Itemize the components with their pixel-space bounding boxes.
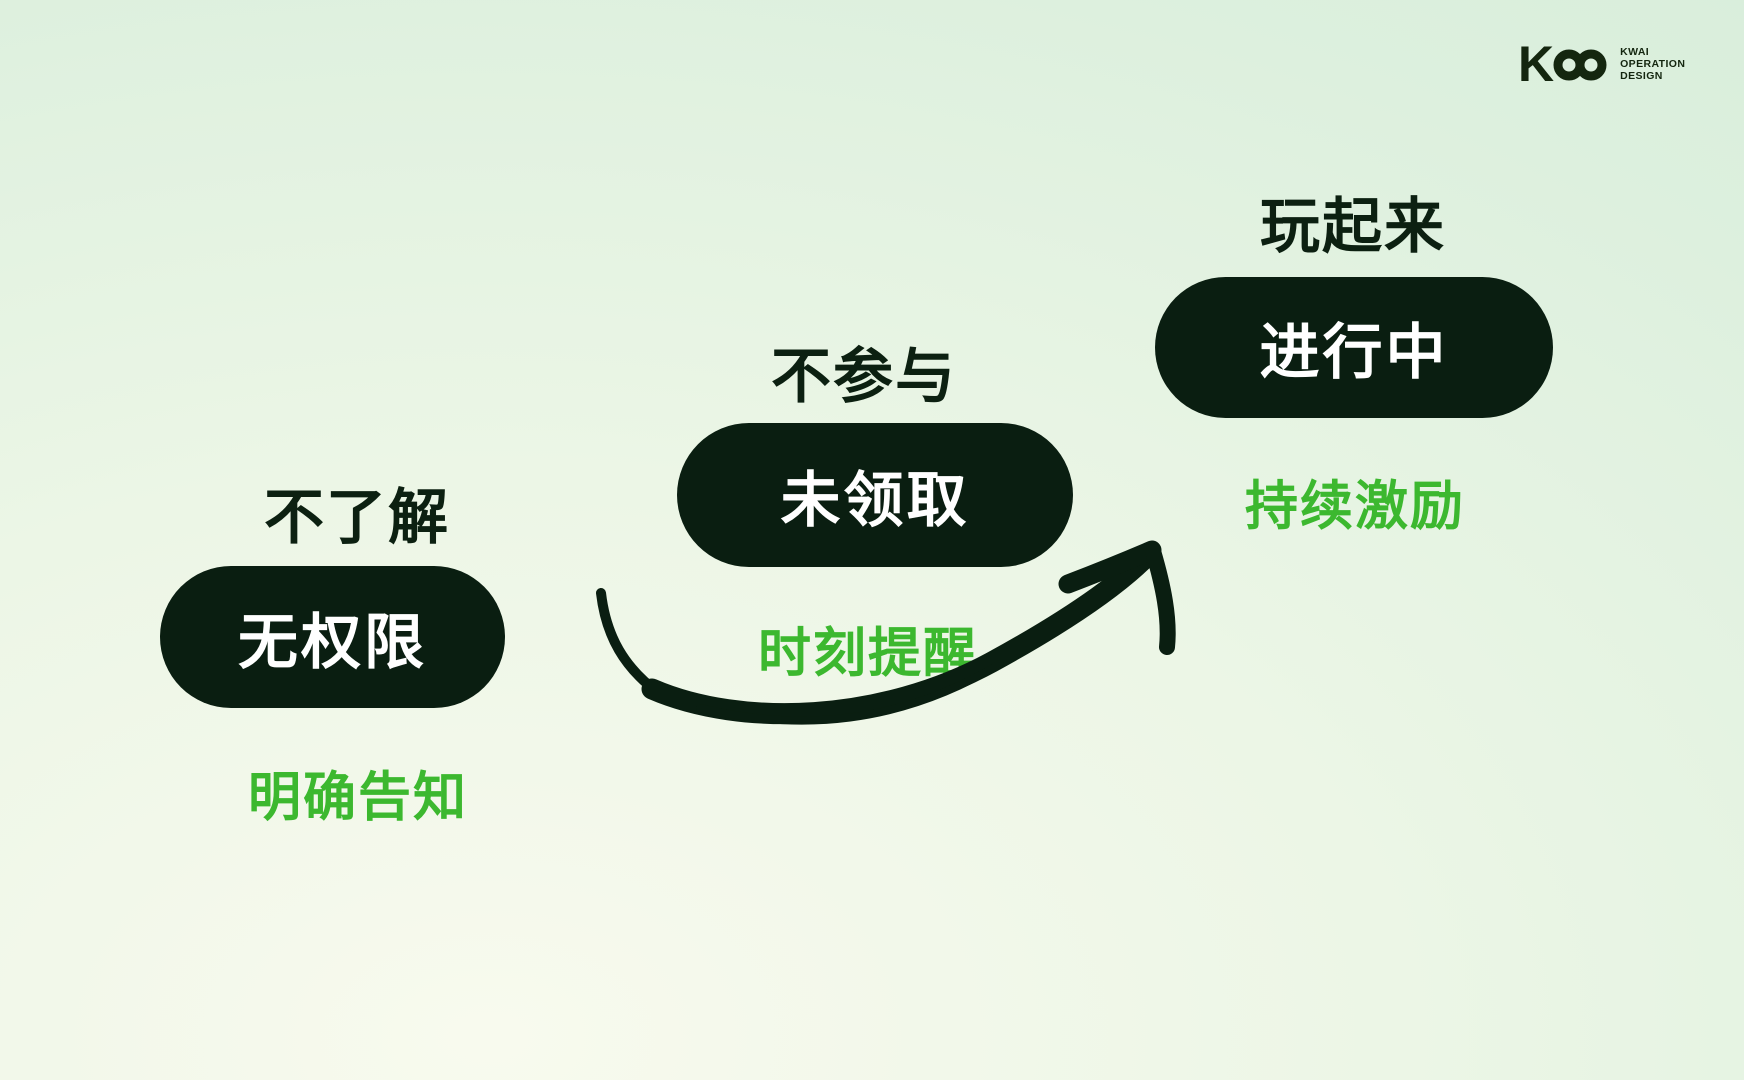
infinity-icon	[1553, 49, 1607, 81]
logo-line-design: DESIGN	[1620, 70, 1663, 82]
stage-2-heading: 不参与	[771, 343, 957, 410]
logo-line-kwai: KWAI	[1620, 46, 1650, 58]
stage-1-heading: 不了解	[264, 484, 450, 551]
stage-3-pill-label: 进行中	[1259, 319, 1449, 386]
logo-wordmark: KWAI OPERATION DESIGN	[1620, 46, 1685, 82]
stage-2-pill: 未领取	[677, 423, 1073, 567]
stage-1-note: 明确告知	[248, 768, 468, 827]
stage-3-pill: 进行中	[1155, 277, 1553, 418]
koo-logo: K KWAI OPERATION DESIGN	[1518, 36, 1685, 92]
koo-logo-mark: K	[1518, 36, 1610, 92]
stage-1-pill: 无权限	[160, 566, 505, 708]
stage-3-heading: 玩起来	[1260, 193, 1446, 260]
logo-line-operation: OPERATION	[1620, 58, 1686, 70]
stage-2-note: 时刻提醒	[758, 624, 978, 683]
stage-2-pill-label: 未领取	[780, 466, 970, 534]
stage-1-pill-label: 无权限	[238, 608, 427, 676]
logo-letter-k: K	[1518, 36, 1554, 92]
stage-3-note: 持续激励	[1245, 477, 1465, 536]
